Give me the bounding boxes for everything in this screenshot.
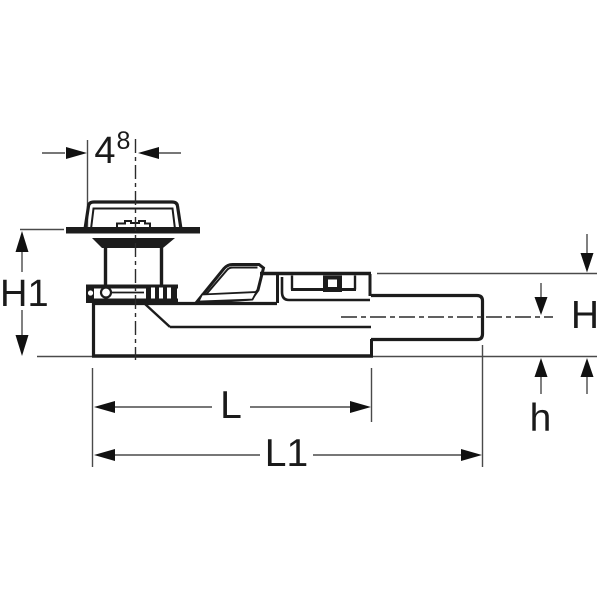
label-body-height: H [571,294,599,337]
centerlines [134,139,553,360]
reference-lines [20,140,597,467]
comb-inner-line [202,266,258,299]
arrow-h1-down-icon [15,335,29,356]
arrow-h-down-icon [580,253,594,273]
drain-funnel [92,238,175,248]
label-top-offset: 4 [94,130,115,172]
flange-tab [116,220,151,227]
arrow-offset-left-icon [138,147,159,159]
collar-bottom-bar [86,298,178,303]
collar-screw-icon [99,286,113,299]
arrow-h1-up-icon [15,231,29,252]
collar-top-bar [86,284,178,289]
channel-body [91,263,373,358]
dimension-labels: 4 8 H1 H h L L1 [0,127,599,475]
dimension-arrowheads [15,147,594,461]
arrow-l-right-icon [350,401,371,413]
label-axis-height: h [530,397,552,440]
comb-insert [192,263,266,305]
label-overall-height: H1 [0,273,49,315]
arrow-l-left-icon [94,401,115,413]
drain-cap [83,200,183,230]
arrow-h-up-icon [580,358,594,377]
arrow-offset-right-icon [66,147,87,159]
label-overall-length: L1 [265,432,308,475]
label-body-length: L [220,384,242,427]
outlet-pipe [371,293,485,342]
raised-rail-section [260,271,371,303]
rail-inner-wall [280,277,370,302]
drain-assembly [66,200,200,303]
arrow-axis-up-icon [534,358,548,377]
rail-clip-hole [328,279,337,287]
collar-rib-slit [167,287,171,299]
arrow-axis-down-icon [534,297,548,315]
collar-rib-slit [151,287,155,299]
arrow-l1-left-icon [94,449,115,461]
drain-flange [66,227,200,234]
arrow-l1-right-icon [461,449,482,461]
comb-bottom-face [197,291,259,303]
body-inner-slope [144,303,171,328]
drain-cap-inner-line [90,207,176,230]
dimension-shafts [21,152,588,456]
trap-collar [86,284,178,303]
collar-rib-slit [159,287,163,299]
collar-pin-icon [87,290,94,296]
label-top-offset-superscript: 8 [117,127,131,155]
